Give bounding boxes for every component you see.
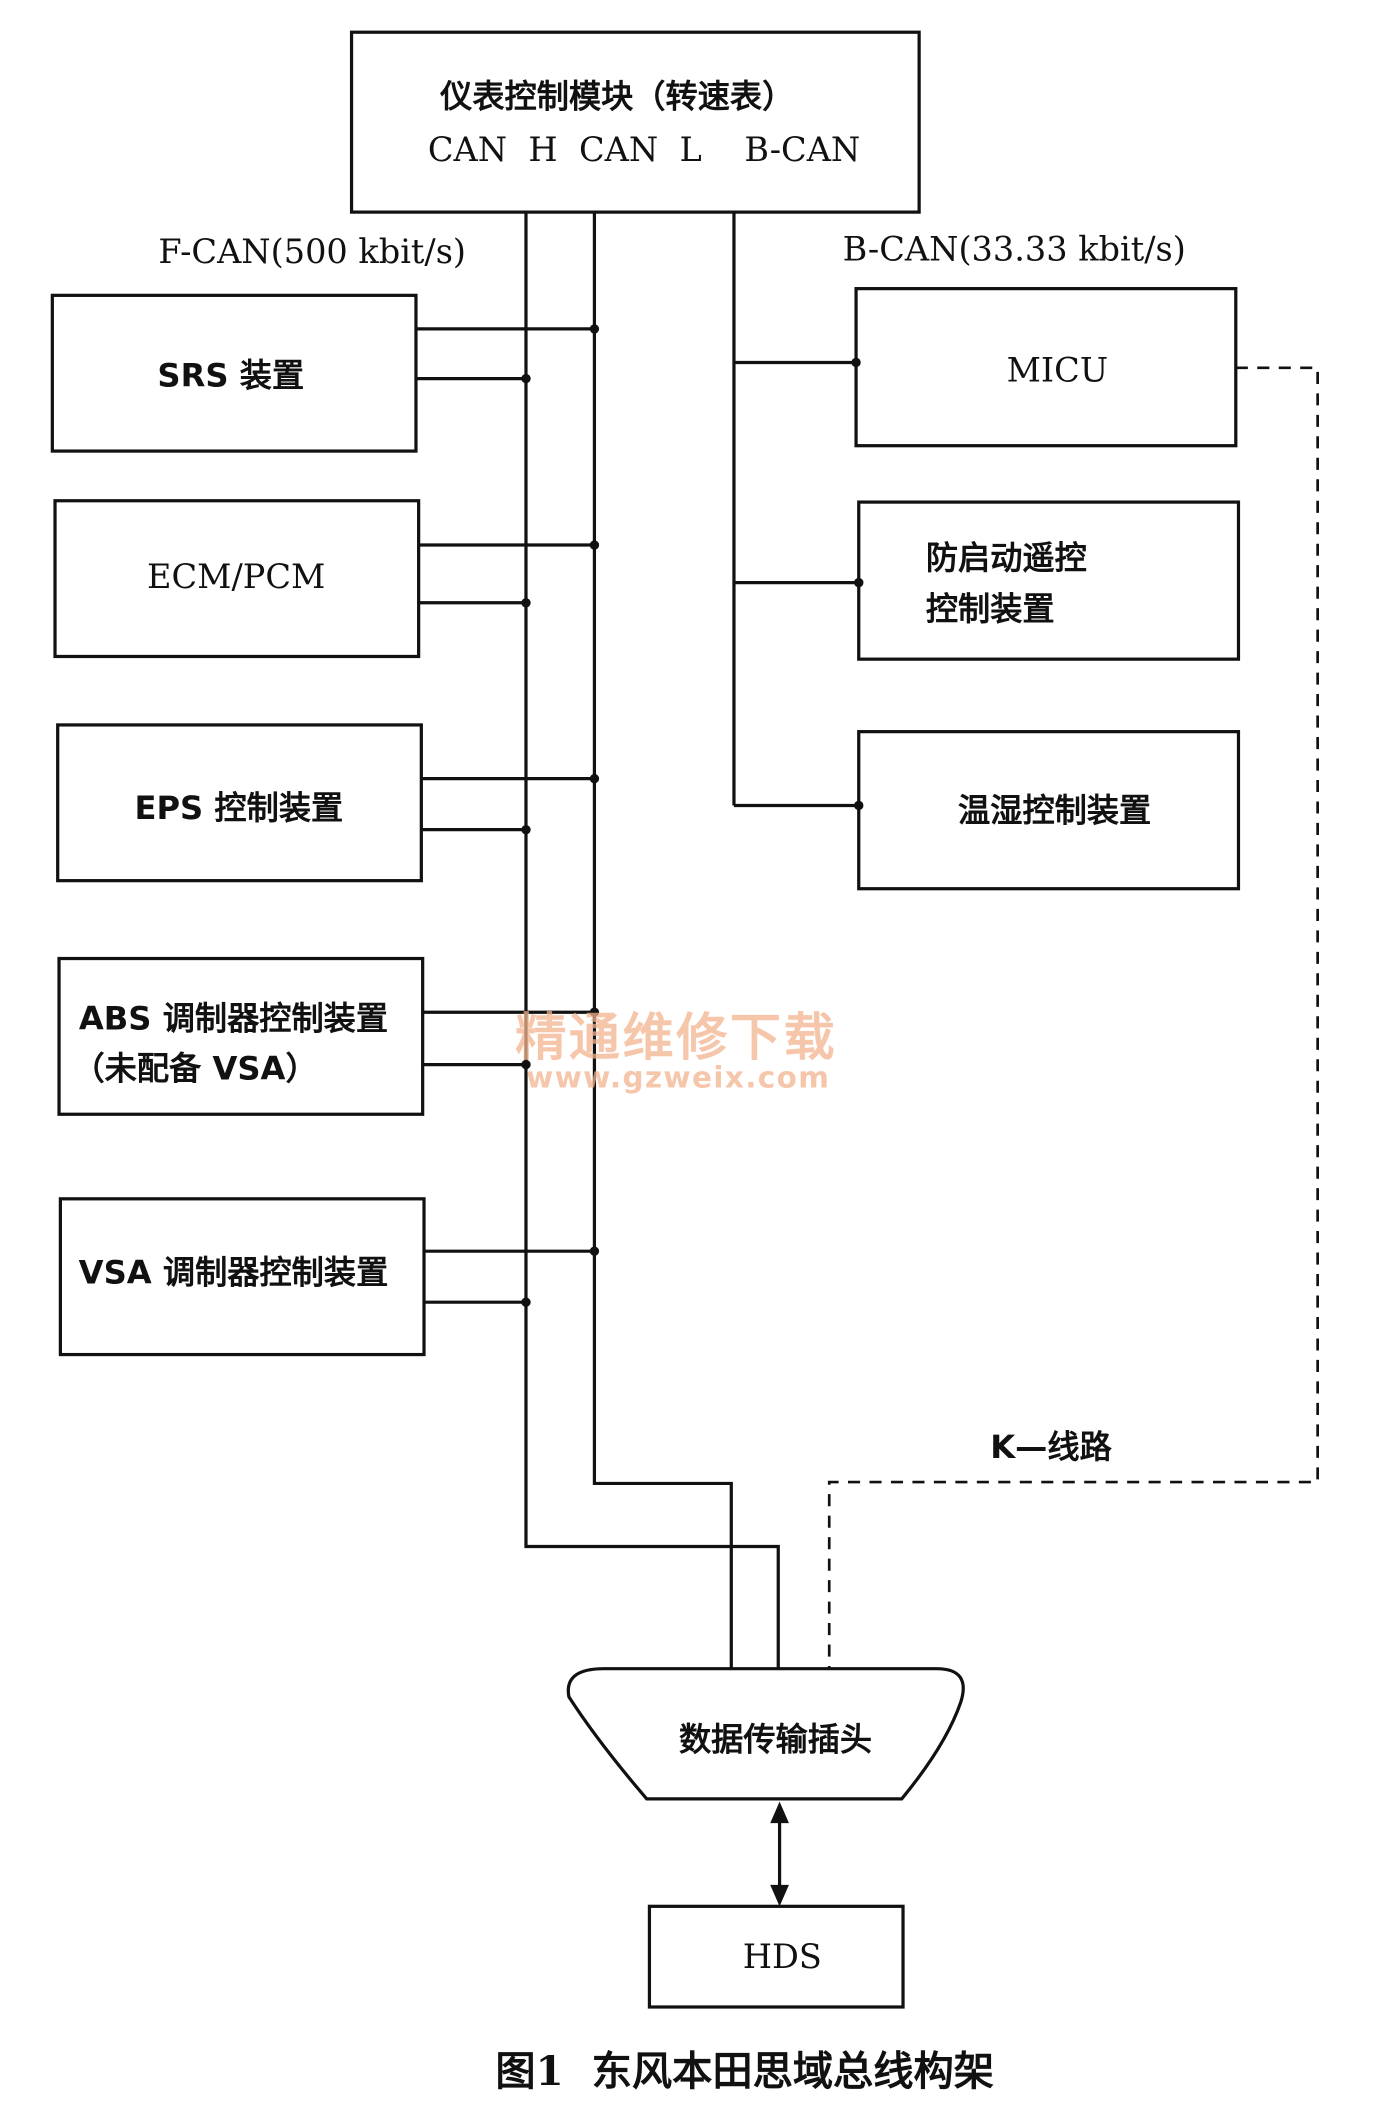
b-can-junctions <box>851 357 864 811</box>
abs-modulator-unit: ABS 调制器控制装置 （未配备 VSA） <box>57 956 425 1116</box>
can-h-trunk <box>592 212 733 1669</box>
watermark-text: 精通维修下载 <box>515 1008 837 1068</box>
immobilizer-unit: 防启动遥控 控制装置 <box>857 500 1241 661</box>
k-line-label: K—线路 <box>990 1428 1112 1466</box>
instrument-module-ports: CAN H CAN L B-CAN <box>428 130 860 169</box>
immobilizer-label-line1: 防启动遥控 <box>926 539 1087 577</box>
f-can-stubs <box>415 327 595 1304</box>
bidirectional-arrow-icon <box>770 1801 789 1907</box>
eps-control-unit-label: EPS 控制装置 <box>134 789 343 827</box>
srs-unit-label: SRS 装置 <box>157 357 304 395</box>
immobilizer-label-line2: 控制装置 <box>926 590 1055 628</box>
ecm-pcm-unit-label: ECM/PCM <box>147 557 325 596</box>
can-l-trunk <box>524 212 780 1669</box>
b-can-stubs <box>733 360 859 808</box>
figure-caption: 图1 东风本田思域总线构架 <box>495 2048 994 2095</box>
data-link-connector: 数据传输插头 <box>566 1667 965 1801</box>
abs-modulator-label-line2: （未配备 VSA） <box>72 1049 317 1087</box>
f-can-junctions <box>521 324 600 1307</box>
vsa-modulator-unit-label: VSA 调制器控制装置 <box>79 1253 389 1291</box>
climate-control-unit: 温湿控制装置 <box>857 730 1241 891</box>
hds-unit: HDS <box>647 1904 905 2009</box>
srs-unit: SRS 装置 <box>50 293 418 453</box>
abs-modulator-label-line1: ABS 调制器控制装置 <box>79 1000 388 1038</box>
f-can-label: F-CAN(500 kbit/s) <box>158 232 466 271</box>
hds-unit-label: HDS <box>743 1937 822 1976</box>
k-line <box>827 366 1319 1669</box>
instrument-module-title: 仪表控制模块（转速表） <box>439 77 794 115</box>
climate-control-unit-label: 温湿控制装置 <box>958 792 1151 830</box>
instrument-control-module: 仪表控制模块（转速表） CAN H CAN L B-CAN <box>349 30 921 214</box>
watermark-url: www.gzweix.com <box>526 1060 830 1094</box>
vsa-modulator-unit: VSA 调制器控制装置 <box>58 1197 426 1357</box>
eps-control-unit: EPS 控制装置 <box>56 723 423 883</box>
data-link-connector-label: 数据传输插头 <box>679 1721 872 1759</box>
b-can-label: B-CAN(33.33 kbit/s) <box>843 229 1186 268</box>
micu-unit: MICU <box>854 287 1238 448</box>
micu-unit-label: MICU <box>1007 350 1109 389</box>
ecm-pcm-unit: ECM/PCM <box>53 499 421 659</box>
